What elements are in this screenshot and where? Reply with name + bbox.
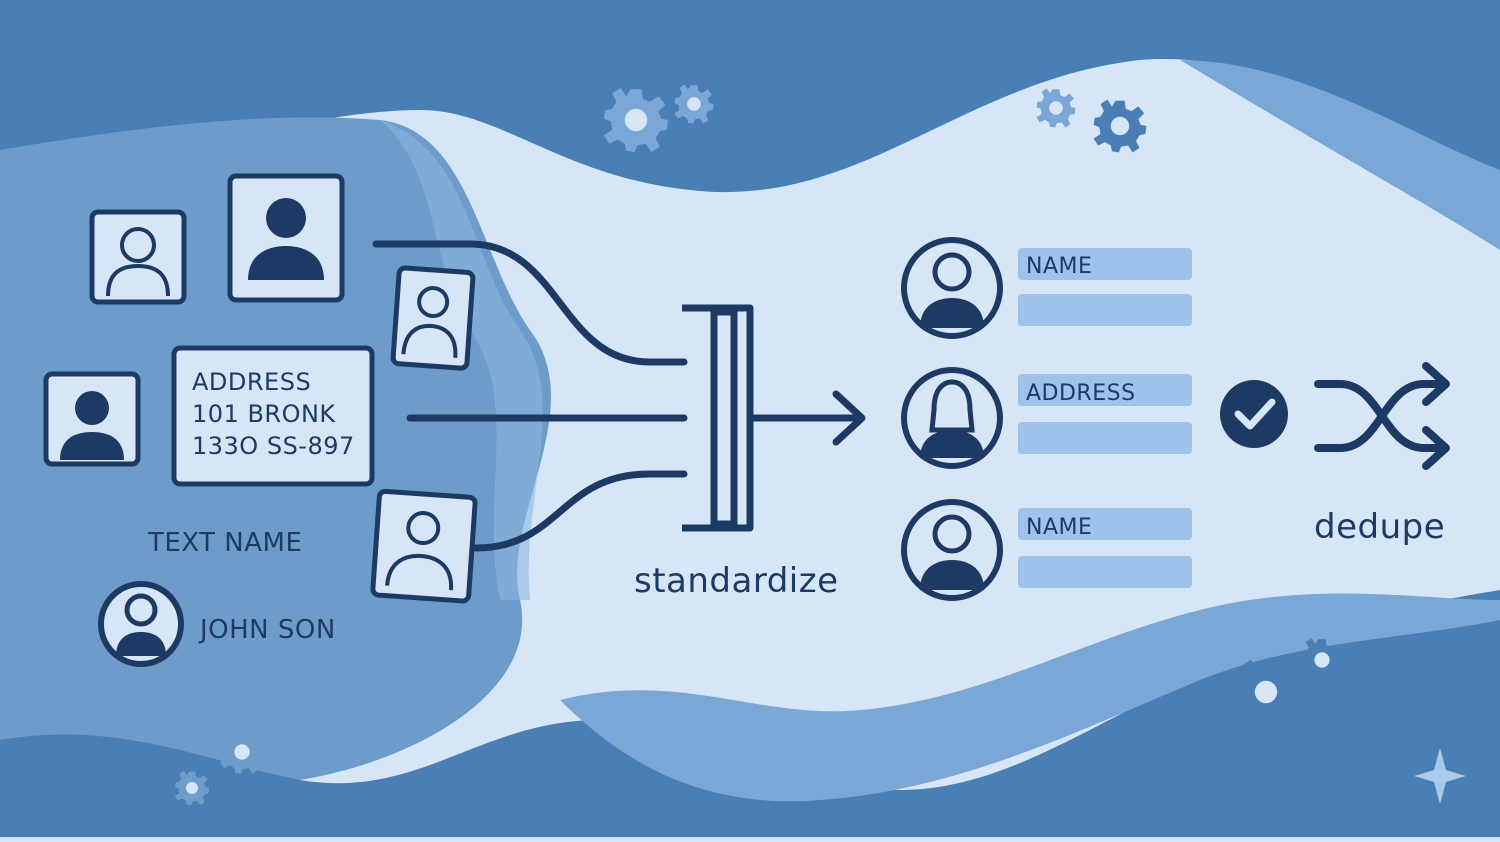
top-blob (0, 0, 1500, 193)
dedupe-label: dedupe (1314, 507, 1445, 547)
sparkle-icon (1414, 748, 1466, 804)
standardize-label: standardize (634, 561, 839, 601)
address-card-line: 101 BRONK (192, 400, 336, 428)
address-card-line: 133O SS-897 (192, 432, 355, 460)
male-user-icon (901, 237, 1003, 339)
check-circle-icon (1220, 380, 1288, 448)
profile-card-icon (89, 209, 187, 305)
shuffle-arrows-icon (1314, 362, 1450, 470)
profile-card-icon (227, 173, 345, 303)
record-field (1018, 248, 1192, 280)
profile-card-icon (370, 488, 478, 604)
profile-card-icon (43, 371, 141, 467)
record-row: ADDRESS (901, 367, 1192, 469)
flow-lines (372, 240, 688, 552)
bottom-accent (560, 593, 1500, 802)
record-row: NAME (901, 499, 1192, 601)
profile-card-icon (390, 265, 476, 371)
bottom-blob (0, 590, 1500, 837)
address-card: ADDRESS 101 BRONK 133O SS-897 (171, 345, 375, 487)
record-field-empty (1018, 422, 1192, 454)
person-name-label: JOHN SON (198, 615, 336, 645)
record-field-empty (1018, 556, 1192, 588)
male-user-icon (901, 499, 1003, 601)
text-name-label: TEXT NAME (147, 528, 302, 558)
record-field-label: NAME (1026, 254, 1092, 279)
female-user-icon (98, 581, 184, 667)
record-row: NAME (901, 237, 1192, 339)
record-field (1018, 374, 1192, 406)
female-user-icon (901, 367, 1003, 469)
top-right-accent (1180, 60, 1500, 250)
record-field-label: NAME (1026, 515, 1092, 540)
record-field (1018, 508, 1192, 540)
arrow-right-icon (748, 390, 866, 446)
left-blob-highlight (380, 120, 543, 600)
address-card-line: ADDRESS (192, 368, 311, 396)
record-field-label: ADDRESS (1026, 381, 1136, 406)
record-field-empty (1018, 294, 1192, 326)
